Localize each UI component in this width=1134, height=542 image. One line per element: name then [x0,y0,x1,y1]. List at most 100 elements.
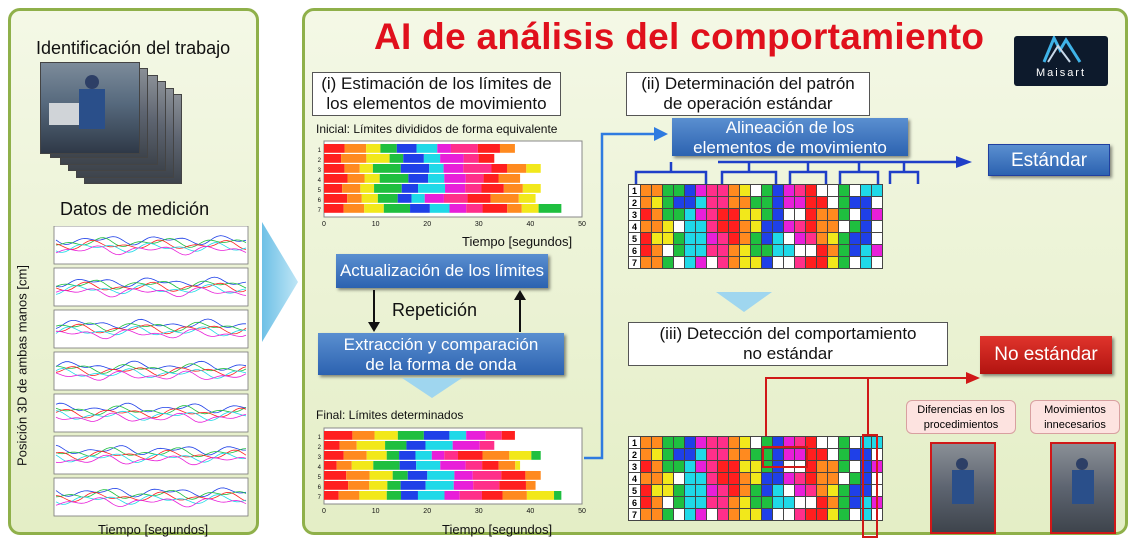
segment-bar [463,154,479,163]
segment-bar [509,451,532,460]
segment-bar [400,164,430,173]
row-label: 2 [318,158,322,164]
waveform-line [55,487,247,498]
row-label: 5 [318,475,322,481]
step3-title: (iii) Detección del comportamiento no es… [628,322,948,366]
segment-bar [452,441,480,450]
worker-photo [40,62,140,154]
segment-bar [401,184,419,193]
x-tick-label: 30 [475,508,483,515]
update-boundaries-button: Actualización de los límites [336,254,548,288]
segment-bar [443,164,464,173]
segment-bar [397,431,424,440]
segment-bar [407,471,428,480]
final-time-label: Tiempo [segundos] [442,522,553,537]
waveform-line [55,494,247,505]
waveform-line [55,318,246,329]
segment-bar [387,481,401,490]
segment-bar [400,481,426,490]
maisart-logo: Maisart [1014,36,1108,86]
row-label: 2 [318,445,322,451]
segment-bar [444,491,460,500]
segment-bar [324,491,339,500]
waveform-line [55,328,247,340]
segment-bar [416,461,441,470]
y-axis-label: Posición 3D de ambas manos [cm] [14,265,30,466]
x-tick-label: 30 [475,221,483,228]
segment-bar [431,451,445,460]
non-standard-box: No estándar [980,336,1112,374]
segment-bar [324,164,345,173]
unnecessary-movements-label: Movimientos innecesarios [1030,400,1120,434]
segment-bar [343,204,365,213]
row-label: 7 [318,495,322,501]
x-tick-label: 20 [423,221,431,228]
segment-bar [396,144,417,153]
segment-bar [324,204,344,213]
segment-bar [478,154,495,163]
segment-bar [423,154,441,163]
segment-bar [366,451,387,460]
segment-bar [374,431,398,440]
segment-bar [463,164,492,173]
segment-bar [450,144,478,153]
unnecessary-line2: innecesarios [1044,419,1106,431]
segment-bar [351,461,374,470]
segment-bar [499,144,515,153]
segment-bar [338,491,360,500]
segment-bar [411,194,425,203]
segment-bar [324,144,345,153]
extract-compare-button: Extracción y comparación de la forma de … [318,333,564,375]
segment-bar [380,144,397,153]
segment-bar [364,174,380,183]
segment-bar [359,491,387,500]
worker-photo-diff [930,442,996,534]
repeat-arrows [368,290,526,332]
segment-bar [399,451,416,460]
unnecessary-line1: Movimientos [1044,404,1106,416]
segment-bar [352,431,375,440]
segment-bar [324,451,344,460]
waveform-line [55,276,247,288]
segment-bar [466,431,486,440]
segment-bar [482,451,510,460]
segment-bar [373,461,400,470]
segment-bar [449,204,467,213]
highlight-box-2 [862,434,878,538]
segment-bar [440,154,464,163]
segment-bar [324,431,353,440]
x-tick-label: 20 [423,508,431,515]
segment-bar [498,174,521,183]
main-title: AI de análisis del comportamiento [374,16,985,57]
segment-bar [518,194,536,203]
segment-bar [324,471,347,480]
segment-bar [347,194,362,203]
segment-bar [379,174,409,183]
segment-bar [418,184,446,193]
x-tick-label: 0 [322,221,326,228]
segment-bar [344,144,367,153]
segment-bar [416,144,438,153]
segment-bar [424,194,444,203]
waveform-line [55,279,247,290]
waveform-line [55,402,247,414]
down-arrow-icon-2 [716,292,772,312]
segment-bar [348,481,370,490]
segment-bar [359,164,373,173]
segment-bar [525,481,536,490]
segment-bar [485,431,502,440]
segment-bar [459,491,482,500]
segment-bar [356,441,386,450]
waveform-line [55,491,247,502]
segment-bar [427,471,455,480]
step1-title-line2: los elementos de movimiento [326,94,547,113]
segment-bar [425,481,454,490]
segment-bar [554,491,562,500]
waveform-line [55,281,247,293]
segment-bar [372,164,401,173]
segment-bar [482,204,508,213]
segment-bar [465,184,482,193]
segment-bar [522,184,541,193]
